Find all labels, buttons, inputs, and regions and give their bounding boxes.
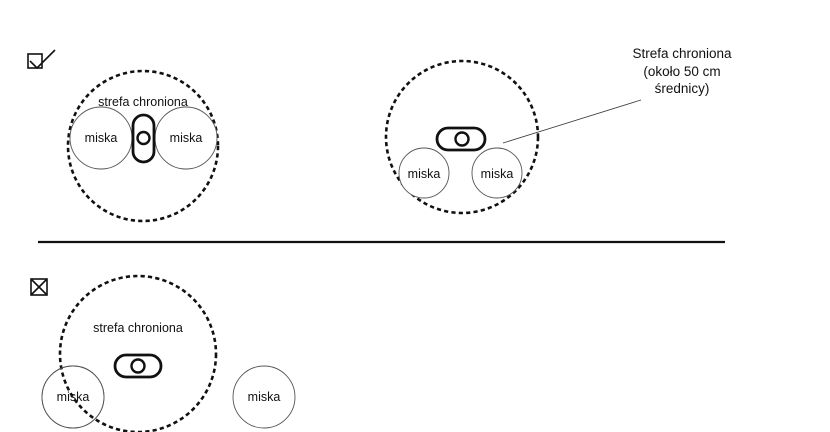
protected-zone-circle (66, 69, 220, 223)
callout-line-2: (około 50 cm (643, 64, 720, 79)
incorrect-section: miska strefa chroniona miska (30, 274, 296, 432)
callout-leader-line (502, 99, 642, 144)
bowl-outside (232, 365, 296, 429)
bowl-label: miska (481, 167, 514, 181)
bowl-label: miska (85, 131, 118, 145)
example-horizontal-device: Strefa chroniona (około 50 cm średnicy) … (384, 46, 732, 215)
bowl-label: miska (170, 131, 203, 145)
deterrent-device-vertical (131, 113, 156, 164)
checkmark-icon (27, 49, 56, 70)
callout-line-3: średnicy) (655, 81, 710, 96)
protected-zone-label: strefa chroniona (98, 95, 188, 109)
protected-zone-label: strefa chroniona (93, 321, 183, 335)
bowl-label: miska (408, 167, 441, 181)
bowl-label: miska (248, 390, 281, 404)
deterrent-device-horizontal (113, 353, 163, 379)
bowl-label: miska (57, 390, 90, 404)
callout-text: Strefa chroniona (około 50 cm średnicy) (632, 46, 732, 96)
callout-line-1: Strefa chroniona (632, 46, 732, 61)
bowl-outside-partial-overlap (41, 365, 105, 429)
protected-zone-circle (384, 59, 540, 215)
bowl-right (471, 147, 523, 199)
protected-zone-circle (58, 274, 218, 432)
deterrent-device-horizontal (435, 126, 487, 152)
correct-section: strefa chroniona miska miska Strefa chro… (27, 46, 732, 223)
example-vertical-device: strefa chroniona miska miska (66, 69, 220, 223)
bowl-left (398, 147, 450, 199)
cross-icon (30, 278, 48, 296)
